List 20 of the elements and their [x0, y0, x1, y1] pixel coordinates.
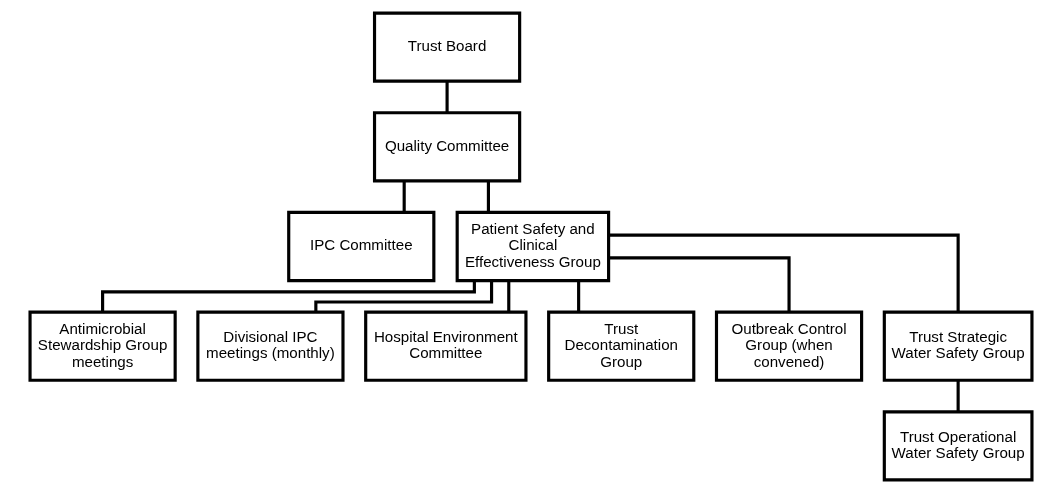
node-box: Divisional IPC meetings (monthly) — [196, 310, 345, 382]
node-box: Trust Strategic Water Safety Group — [882, 310, 1034, 382]
connector — [445, 81, 449, 113]
connector — [608, 233, 960, 312]
connector — [486, 181, 490, 213]
node-box: Trust Operational Water Safety Group — [882, 410, 1034, 482]
connector — [314, 280, 494, 312]
node-box: Trust Decontamination Group — [547, 310, 696, 382]
node-box: Outbreak Control Group (when convened) — [714, 310, 864, 382]
node-box: Hospital Environment Committee — [364, 310, 528, 382]
connector — [507, 280, 511, 312]
node-box: Quality Committee — [372, 111, 522, 183]
connector — [608, 256, 791, 312]
node-box: Trust Board — [372, 11, 522, 83]
connector — [577, 280, 581, 312]
node-box: Patient Safety and Clinical Effectiveness Group — [455, 210, 611, 283]
node-box: IPC Committee — [287, 210, 436, 283]
connector — [956, 380, 960, 412]
connector — [402, 181, 406, 213]
node-box: Antimicrobial Stewardship Group meetings — [28, 310, 177, 382]
